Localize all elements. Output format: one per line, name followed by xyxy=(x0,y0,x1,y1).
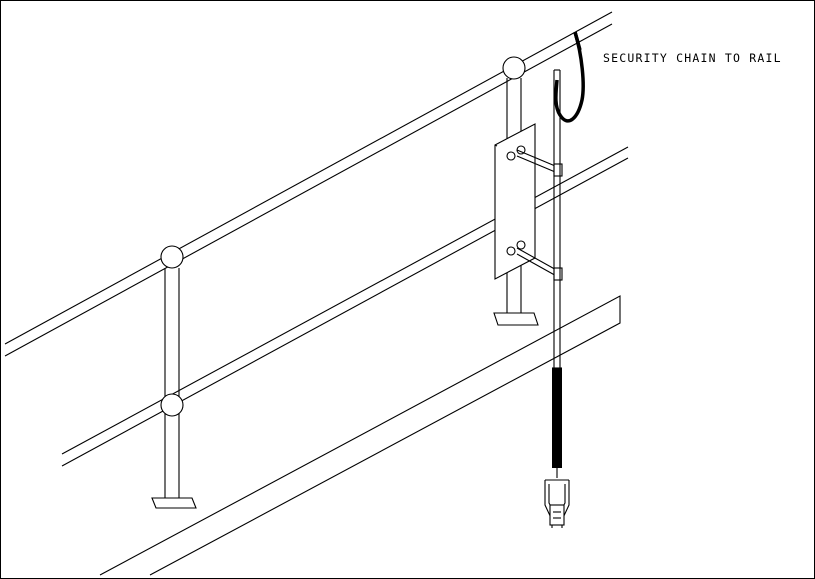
security-chain xyxy=(554,31,585,123)
left-post-mid-knuckle xyxy=(160,393,184,417)
toe-board xyxy=(99,295,621,576)
bolt-upper-left xyxy=(506,151,516,161)
security-chain-label: SECURITY CHAIN TO RAIL xyxy=(603,51,782,65)
probe-head xyxy=(544,479,570,528)
mid-rail xyxy=(61,146,629,467)
upper-clamp xyxy=(553,163,563,177)
sensor-body xyxy=(549,504,565,526)
right-post-base-plate xyxy=(493,312,539,326)
sensor-pole xyxy=(552,69,562,478)
mounting-plate xyxy=(494,123,536,280)
pole-lower-section xyxy=(552,368,562,468)
left-post-base-plate xyxy=(151,497,197,509)
right-post-top-knuckle xyxy=(502,56,526,80)
lower-clamp xyxy=(553,267,563,281)
right-post xyxy=(493,56,539,326)
left-post xyxy=(151,245,197,509)
bolt-lower-right xyxy=(516,240,526,250)
upper-bracket-arm xyxy=(516,149,563,177)
bolt-lower-left xyxy=(506,246,516,256)
left-post-top-knuckle xyxy=(160,245,184,269)
